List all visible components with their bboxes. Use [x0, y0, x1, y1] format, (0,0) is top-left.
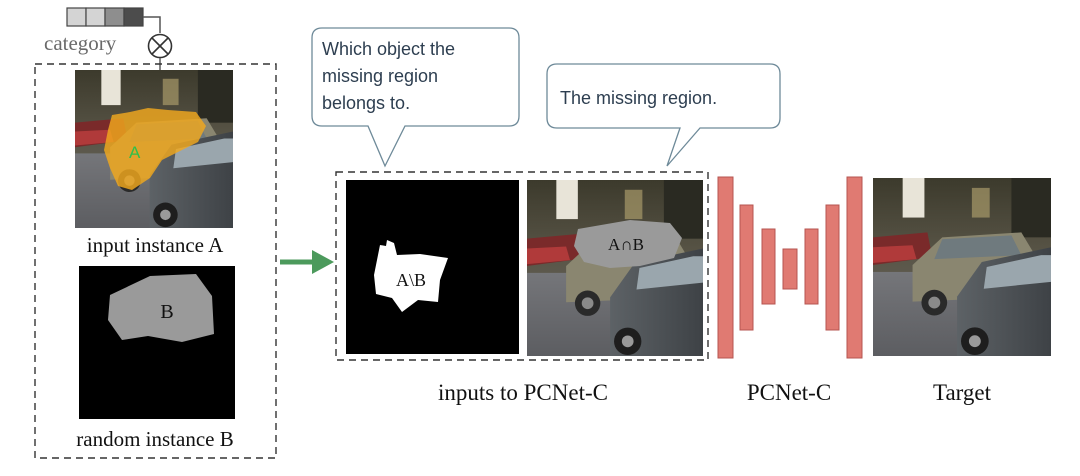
- intersection-label: A∩B: [608, 235, 644, 254]
- instance-b-mask-letter: B: [160, 301, 173, 323]
- network-layer-bar: [761, 228, 776, 305]
- multiply-operator-icon: [147, 33, 173, 59]
- instance-a-mask-letter: A: [129, 143, 141, 162]
- network-layer-bar: [739, 204, 754, 331]
- network-layer-bar: [804, 228, 819, 305]
- modal-mask-image: A\B: [346, 180, 519, 354]
- diff-mask-shape: [374, 240, 448, 312]
- category-cell: [85, 7, 106, 27]
- callout-object-line-1: Which object the: [322, 39, 455, 59]
- category-cell: [123, 7, 144, 27]
- network-layer-bar: [825, 204, 840, 331]
- callout-region: The missing region.: [546, 63, 781, 167]
- instance-b-caption: random instance B: [76, 427, 233, 451]
- intersection-mask: [574, 220, 682, 268]
- instance-a-mask-overlay: [104, 108, 206, 190]
- inputs-caption: inputs to PCNet-C: [438, 380, 608, 405]
- flow-arrow-icon: [280, 250, 334, 274]
- callout-object: Which object the missing region belongs …: [311, 27, 520, 168]
- callout-object-line-3: belongs to.: [322, 93, 410, 113]
- category-label: category: [44, 31, 117, 55]
- network-layer-bar: [782, 248, 798, 290]
- inputs-dashed-frame: [335, 171, 709, 361]
- callout-region-line-1: The missing region.: [560, 88, 717, 108]
- image-instance-b: B: [79, 266, 235, 419]
- callout-object-line-2: missing region: [322, 66, 438, 86]
- target-image: [873, 178, 1051, 356]
- category-vector: [66, 7, 144, 27]
- category-cell: [104, 7, 125, 27]
- category-connector: [143, 16, 161, 33]
- network-layer-bar: [846, 176, 863, 359]
- intersection-image: A∩B: [527, 180, 703, 356]
- instance-b-mask: [108, 274, 214, 342]
- category-cell: [66, 7, 87, 27]
- left-dashed-frame: [34, 63, 277, 459]
- image-instance-a: A: [75, 70, 233, 228]
- instance-a-caption: input instance A: [87, 233, 224, 257]
- target-caption: Target: [933, 380, 992, 405]
- pcnet-c-network: [717, 176, 863, 359]
- diff-mask-label: A\B: [396, 270, 426, 290]
- network-layer-bar: [717, 176, 734, 359]
- network-caption: PCNet-C: [747, 380, 831, 405]
